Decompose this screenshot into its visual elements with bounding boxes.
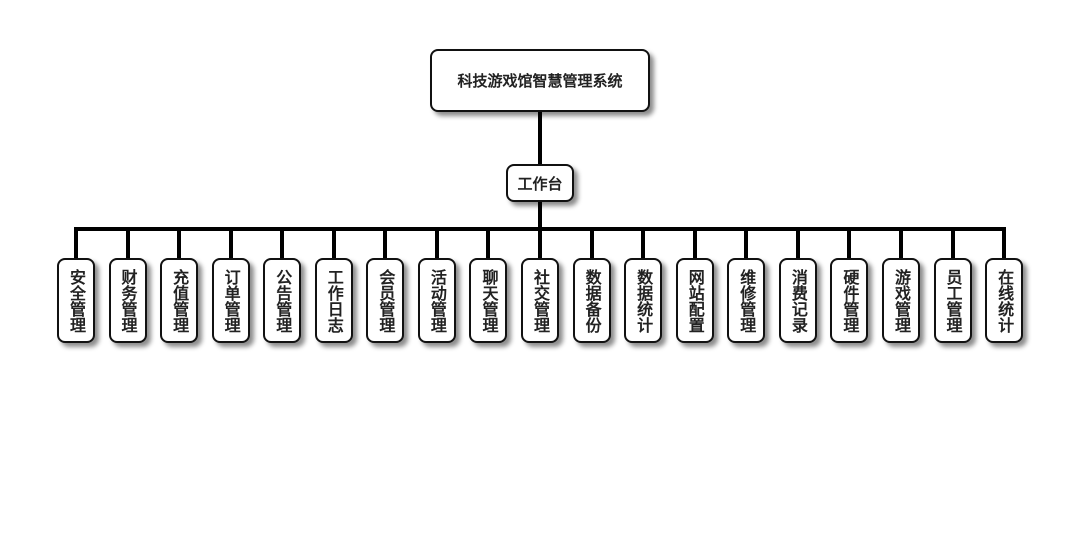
module-label: 安全管理 <box>67 268 86 333</box>
branch-connector <box>950 229 955 258</box>
module-node: 工作日志 <box>314 258 353 343</box>
module-label: 聊天管理 <box>479 268 499 333</box>
module-node: 活动管理 <box>417 258 456 343</box>
branch-connector <box>486 229 491 258</box>
module-node: 财务管理 <box>108 258 147 343</box>
branch-connector <box>177 229 182 258</box>
module-node: 安全管理 <box>57 258 95 343</box>
module-label: 社交管理 <box>531 268 551 333</box>
branch-connector <box>692 229 697 258</box>
module-label: 公告管理 <box>273 268 293 333</box>
module-node: 网站配置 <box>675 258 714 343</box>
branch-connector <box>331 229 336 258</box>
module-label: 硬件管理 <box>840 268 860 333</box>
module-node: 公告管理 <box>263 258 302 343</box>
module-label: 订单管理 <box>221 268 241 333</box>
module-label: 数据备份 <box>582 268 602 333</box>
branch-connector <box>847 229 852 258</box>
module-label: 网站配置 <box>685 268 705 333</box>
module-node: 消费记录 <box>778 258 817 343</box>
branch-connector <box>74 229 78 258</box>
hub-node: 工作台 <box>506 164 574 202</box>
trunk-line-root <box>538 112 542 164</box>
module-node: 数据统计 <box>624 258 663 343</box>
module-node: 订单管理 <box>211 258 250 343</box>
module-label: 游戏管理 <box>891 268 911 333</box>
root-label: 科技游戏馆智慧管理系统 <box>457 72 623 90</box>
module-label: 消费记录 <box>788 268 808 333</box>
branch-connector <box>383 229 388 258</box>
module-node: 聊天管理 <box>469 258 508 343</box>
branch-connector <box>589 229 594 258</box>
branch-connector <box>641 229 646 258</box>
module-label: 员工管理 <box>943 268 963 333</box>
module-node: 游戏管理 <box>881 258 920 343</box>
branch-connector <box>744 229 749 258</box>
module-node: 员工管理 <box>933 258 972 343</box>
module-node: 维修管理 <box>727 258 766 343</box>
branch-connector <box>125 229 130 258</box>
module-label: 充值管理 <box>170 268 190 333</box>
module-label: 财务管理 <box>118 268 138 333</box>
root-node: 科技游戏馆智慧管理系统 <box>430 49 650 112</box>
module-node: 在线统计 <box>985 258 1024 343</box>
branch-connector <box>898 229 903 258</box>
branch-connector <box>795 229 800 258</box>
branch-connector <box>434 229 439 258</box>
module-label: 数据统计 <box>634 268 654 333</box>
branch-connector <box>280 229 285 258</box>
module-label: 会员管理 <box>376 268 396 333</box>
module-node: 会员管理 <box>366 258 405 343</box>
module-node: 数据备份 <box>572 258 611 343</box>
branch-connector <box>1002 229 1007 258</box>
branch-connector <box>538 229 543 258</box>
branch-connector <box>228 229 233 258</box>
module-label: 维修管理 <box>737 268 757 333</box>
hub-label: 工作台 <box>517 174 563 193</box>
trunk-line-hub <box>538 202 542 229</box>
module-label: 工作日志 <box>324 268 344 333</box>
module-label: 在线统计 <box>995 268 1015 333</box>
module-node: 社交管理 <box>521 258 560 343</box>
module-node: 硬件管理 <box>830 258 869 343</box>
module-label: 活动管理 <box>427 268 447 333</box>
module-node: 充值管理 <box>160 258 199 343</box>
